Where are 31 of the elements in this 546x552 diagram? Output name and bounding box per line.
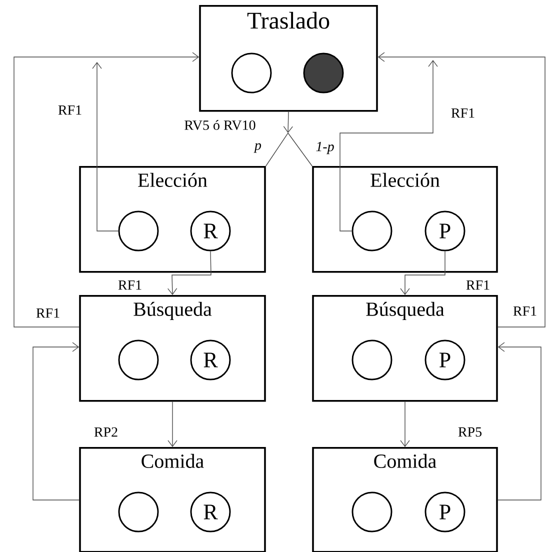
edge-label: RV5 ó RV10 bbox=[184, 120, 256, 130]
edge-label: RP2 bbox=[94, 427, 118, 437]
state-box: Traslado bbox=[199, 5, 378, 112]
empty-circle bbox=[118, 340, 159, 380]
arrow bbox=[32, 342, 80, 500]
empty-circle bbox=[118, 210, 159, 252]
arrow bbox=[378, 52, 546, 328]
edge-label: RF1 bbox=[451, 108, 474, 118]
edge-label: RF1 bbox=[466, 280, 490, 290]
arrow bbox=[400, 250, 446, 295]
arrow bbox=[340, 60, 438, 232]
empty-circle bbox=[352, 340, 392, 380]
edge-label: p bbox=[254, 143, 262, 153]
arrow bbox=[498, 342, 542, 500]
filled-circle bbox=[303, 52, 344, 94]
arrow bbox=[92, 62, 119, 232]
edge-label: RP5 bbox=[458, 427, 482, 437]
empty-circle bbox=[231, 52, 272, 94]
edge-label: RF1 bbox=[36, 308, 60, 318]
empty-circle bbox=[118, 492, 159, 532]
empty-circle bbox=[352, 210, 392, 252]
edge-label: RF1 bbox=[513, 306, 536, 316]
edge-label: RF1 bbox=[58, 105, 82, 115]
edge-label: 1-p bbox=[316, 142, 334, 154]
edge-label: RF1 bbox=[118, 280, 142, 290]
arrow bbox=[14, 52, 200, 328]
arrow bbox=[168, 401, 178, 447]
arrow bbox=[283, 111, 293, 133]
arrow bbox=[400, 401, 410, 447]
arrow bbox=[167, 250, 212, 295]
empty-circle bbox=[352, 492, 392, 532]
